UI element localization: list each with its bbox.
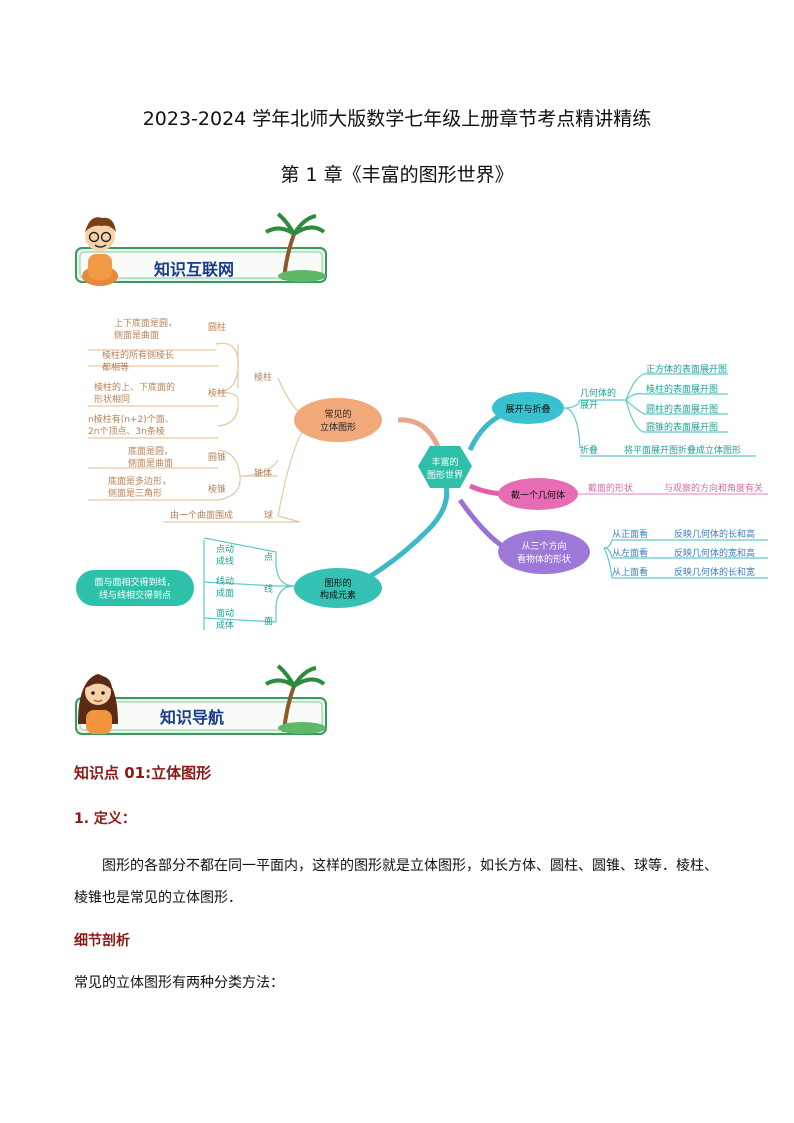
prism-desc3-1: n棱柱有(n+2)个面、	[88, 413, 174, 425]
point-label: 点	[264, 552, 273, 563]
pyramid-label: 棱锥	[208, 483, 226, 495]
definition-heading: 1. 定义：	[74, 811, 136, 827]
fold-desc: 将平面展开图折叠成立体图形	[624, 444, 741, 456]
knowledge-mind-map: 丰富的 图形世界 常见的 立体图形 图形的 构成元素 展开与折叠 截一个几何体 …	[76, 317, 768, 631]
solid-shapes-node	[294, 398, 382, 442]
cone-desc-1: 底面是圆，	[128, 445, 173, 457]
elements-note-1: 面与面相交得到线，	[94, 576, 175, 588]
elements-note-node	[76, 570, 194, 606]
prism-desc2-2: 形状相同	[94, 393, 130, 405]
detail-text: 常见的立体图形有两种分类方法：	[74, 975, 284, 991]
chapter-title: 第 1 章《丰富的图形世界》	[280, 164, 514, 186]
knowledge-point-title: 知识点 01:立体图形	[74, 764, 212, 782]
cut-node	[498, 478, 578, 510]
cylinder-label: 圆柱	[208, 321, 226, 333]
center-label-2: 图形世界	[427, 469, 463, 481]
center-label-1: 丰富的	[431, 456, 458, 468]
view-left-dir: 从左面看	[612, 547, 648, 559]
cut-relation: 与观察的方向和角度有关	[664, 482, 763, 494]
view-top-desc: 反映几何体的长和宽	[674, 566, 755, 578]
knowledge-network-banner: 知识互联网	[72, 206, 328, 286]
line-desc-2: 成面	[216, 587, 234, 599]
banner-title: 知识互联网	[154, 260, 235, 279]
pyramid-desc-1: 底面是多边形，	[108, 475, 171, 487]
net-item-2: 棱柱的表面展开图	[646, 383, 718, 395]
elements-label-2: 构成元素	[320, 589, 356, 601]
knowledge-navigation-banner: 知识导航	[72, 660, 328, 740]
fold-label: 折叠	[580, 444, 598, 456]
view-left-desc: 反映几何体的宽和高	[674, 547, 755, 559]
document-title: 2023-2024 学年北师大版数学七年级上册章节考点精讲精练	[142, 108, 652, 130]
view-top-dir: 从上面看	[612, 566, 648, 578]
detail-heading: 细节剖析	[74, 933, 130, 949]
prism-desc1-1: 棱柱的所有侧棱长	[102, 349, 174, 361]
net-item-1: 正方体的表面展开图	[646, 363, 727, 375]
cone-label: 圆锥	[208, 451, 226, 463]
net-item-3: 圆柱的表面展开图	[646, 403, 718, 415]
unfold-node	[492, 392, 564, 424]
cone-desc-2: 侧面是曲面	[128, 457, 173, 469]
elements-note-2: 线与线相交得到点	[99, 589, 171, 601]
student-illustration-icon	[75, 664, 327, 735]
elements-label-1: 图形的	[324, 577, 351, 589]
plane-desc-2: 成体	[216, 619, 234, 631]
point-desc-2: 成线	[216, 555, 234, 567]
solid-label-2: 立体图形	[320, 421, 356, 433]
prism-group-label: 棱柱	[254, 371, 272, 383]
line-label: 线	[264, 583, 273, 595]
point-desc-1: 点动	[216, 544, 234, 555]
definition-text: 图形的各部分不都在同一平面内，这样的图形就是立体图形，如长方体、圆柱、圆锥、球等…	[74, 858, 718, 906]
view-label-2: 看物体的形状	[517, 553, 571, 565]
teacher-illustration-icon	[75, 212, 327, 286]
net-label-2: 展开	[580, 400, 598, 411]
sphere-label: 球	[264, 509, 273, 521]
view-front-desc: 反映几何体的长和高	[674, 528, 755, 540]
view-front-dir: 从正面看	[612, 528, 648, 540]
prism-desc2-1: 棱柱的上、下底面的	[94, 381, 175, 393]
cylinder-desc-1: 上下底面是圆，	[114, 317, 177, 329]
cut-shape: 截面的形状	[588, 482, 633, 494]
plane-desc-1: 面动	[216, 608, 234, 619]
view-node	[498, 530, 590, 574]
line-desc-1: 线动	[216, 575, 234, 587]
solid-label-1: 常见的	[324, 408, 351, 420]
plane-label: 面	[264, 616, 273, 627]
view-label-1: 从三个方向	[521, 540, 566, 552]
prism-label: 棱柱	[208, 387, 226, 399]
banner-title: 知识导航	[160, 708, 225, 727]
prism-desc3-2: 2n个顶点、3n条棱	[88, 425, 165, 437]
cone-group-label: 锥体	[254, 467, 272, 479]
center-node	[418, 446, 472, 488]
sphere-desc: 由一个曲面围成	[170, 509, 233, 521]
net-label-1: 几何体的	[580, 387, 616, 399]
cut-label: 截一个几何体	[511, 489, 565, 501]
cylinder-desc-2: 侧面是曲面	[114, 329, 159, 341]
pyramid-desc-2: 侧面是三角形	[108, 487, 162, 499]
unfold-label: 展开与折叠	[505, 403, 550, 415]
net-item-4: 圆锥的表面展开图	[646, 421, 718, 433]
prism-desc1-2: 都相等	[102, 361, 129, 373]
elements-node	[294, 568, 382, 608]
